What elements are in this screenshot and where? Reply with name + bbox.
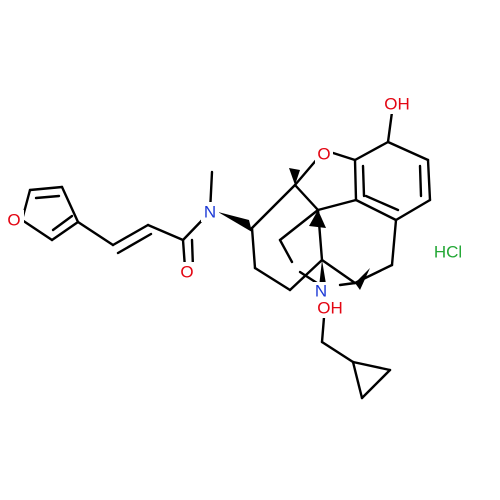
atom-labels: O O N O OH N OH — [6, 94, 412, 318]
wedge-bond-c13 — [309, 210, 326, 228]
furan-oxygen-label: O — [7, 210, 20, 229]
phenol-hydroxyl-label: OH — [384, 94, 410, 113]
hcl-salt-label: HCl — [434, 242, 462, 261]
ether-oxygen-label: O — [317, 144, 330, 163]
stereo-wedges — [289, 168, 370, 296]
acryl-chain — [76, 210, 212, 270]
amide-nitrogen-label: N — [204, 202, 216, 221]
amide-oxygen-label: O — [180, 262, 193, 281]
wedge-bond-n-c6 — [218, 212, 252, 232]
furan-ring — [20, 185, 80, 242]
morphinan-core — [250, 110, 432, 400]
wedge-bond-c9 — [355, 268, 370, 290]
wedge-bond-c5-h — [289, 168, 300, 185]
amine-nitrogen-label: N — [315, 281, 327, 300]
c14-hydroxyl-label: OH — [317, 298, 343, 317]
